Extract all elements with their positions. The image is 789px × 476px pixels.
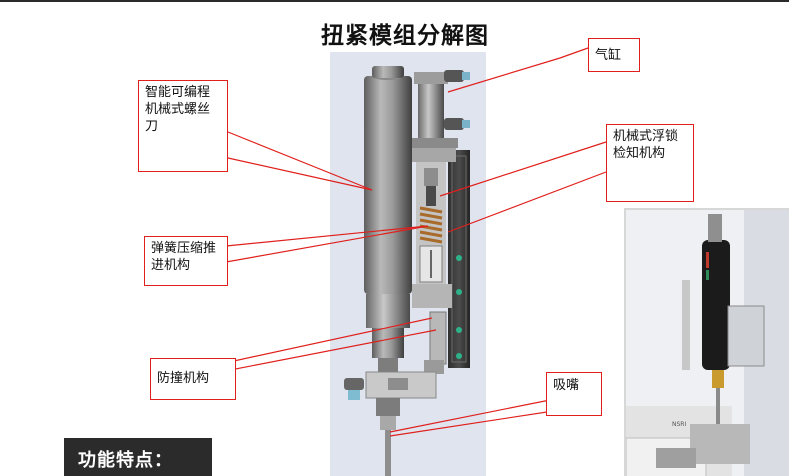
diagram-title: 扭紧模组分解图 (321, 22, 489, 49)
anti-collision-block (429, 311, 447, 365)
leader-lines (219, 47, 607, 437)
callout-float-lock: 机械式浮锁检知机构 (606, 124, 694, 202)
callout-screwdriver: 智能可编程机械式螺丝刀 (138, 80, 228, 172)
callout-spring: 弹簧压缩推进机构 (144, 236, 228, 286)
air-cylinder (418, 82, 444, 138)
product-photo: NSRI (624, 208, 789, 476)
top-rule (0, 0, 789, 2)
screwdriver-body (364, 76, 412, 294)
callout-nozzle: 吸嘴 (546, 372, 602, 416)
suction-nozzle (376, 398, 400, 416)
callout-cylinder: 气缸 (588, 38, 640, 72)
features-heading: 功能特点： (78, 450, 173, 471)
callout-anti-collision: 防撞机构 (150, 358, 236, 400)
features-banner: 功能特点： (64, 438, 212, 476)
photo-label: NSRI (672, 421, 686, 428)
